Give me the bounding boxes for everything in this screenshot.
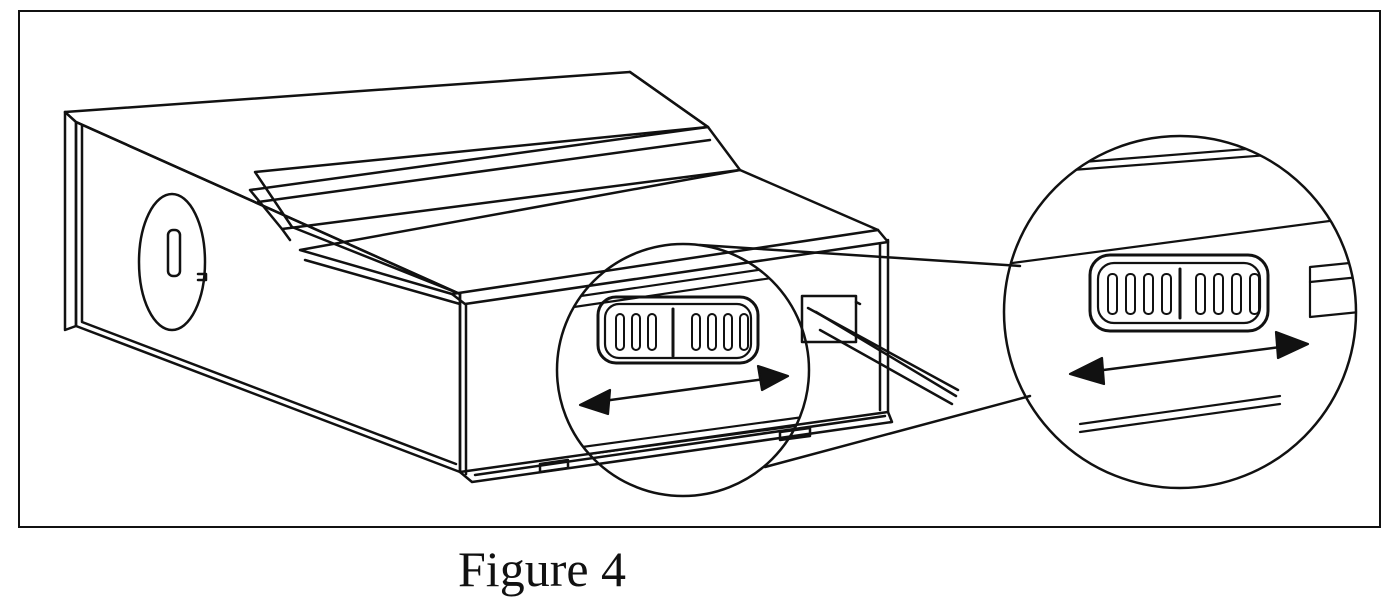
enclosure-left-panel: [63, 110, 78, 332]
cable-opening: [800, 294, 858, 344]
callout-line-top: [698, 243, 1022, 268]
figure-caption: Figure 4: [458, 541, 627, 597]
knockout-slot: [166, 228, 182, 278]
callout-line-bottom: [763, 394, 1032, 469]
knockout-circle: [137, 192, 207, 332]
slide-arrow-small: [594, 376, 774, 404]
small-magnifier: [555, 242, 811, 498]
enclosure-lid: [63, 70, 710, 296]
switch-ridges-large: [1107, 267, 1260, 320]
figure-frame: [18, 10, 1381, 528]
enclosure-body: [63, 70, 1032, 484]
slide-arrow-large: [1086, 344, 1290, 374]
diagram-drawing: [63, 70, 1358, 498]
switch-ridges-small: [615, 307, 749, 358]
large-magnifier: [1002, 134, 1358, 490]
